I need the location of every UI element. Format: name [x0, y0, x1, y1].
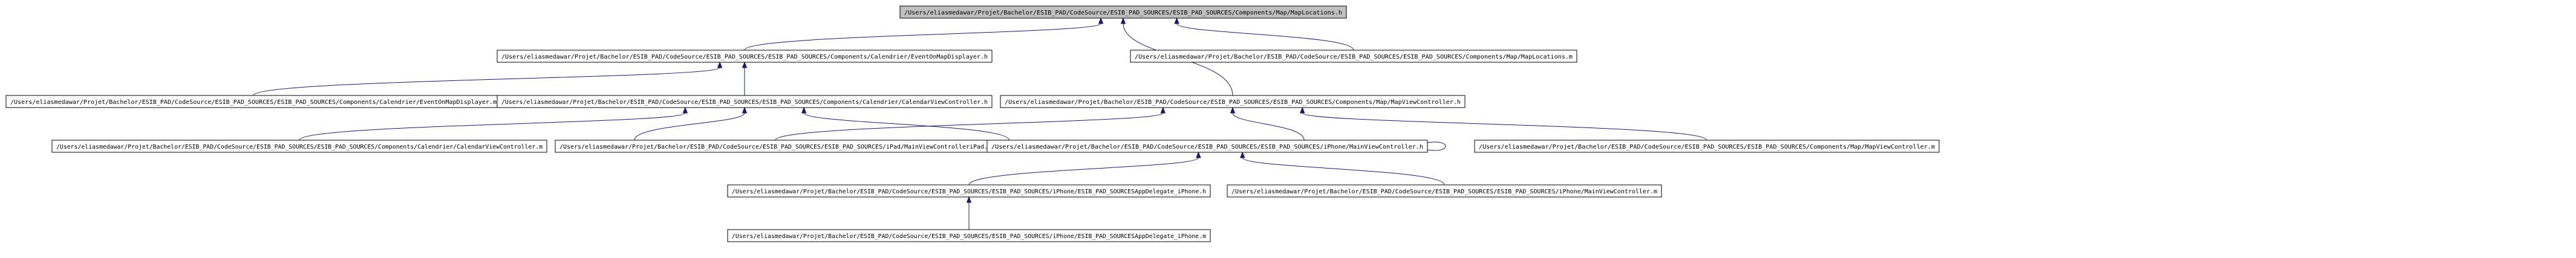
arrowhead-iphone_main_vc_h-to-calendar_vc_h [801, 106, 807, 114]
node-box[interactable] [1000, 95, 1466, 108]
edge-ipad_main_vc_m-to-calendar_vc_h [634, 112, 745, 141]
node-map_locations_h[interactable]: /Users/eliasmedawar/Projet/Bachelor/ESIB… [899, 5, 1347, 19]
node-box[interactable] [899, 5, 1347, 19]
edge-ipad_main_vc_m-to-map_vc_h [775, 112, 1164, 141]
arrowhead-map_vc_h-to-map_locations_h [1120, 17, 1126, 24]
node-label: /Users/eliasmedawar/Projet/Bachelor/ESIB… [1135, 54, 1573, 60]
node-appdelegate_iphone_h[interactable]: /Users/eliasmedawar/Projet/Bachelor/ESIB… [727, 184, 1211, 198]
node-iphone_main_vc_h[interactable]: /Users/eliasmedawar/Projet/Bachelor/ESIB… [986, 140, 1428, 153]
node-label: /Users/eliasmedawar/Projet/Bachelor/ESIB… [991, 144, 1423, 150]
node-box[interactable] [1130, 50, 1577, 63]
node-box[interactable] [497, 50, 993, 63]
arrowhead-ipad_main_vc_m-to-map_vc_h [1160, 106, 1166, 114]
edge-map_vc_m-to-map_vc_h [1302, 112, 1707, 141]
node-box[interactable] [51, 140, 547, 153]
edge-iphone_main_vc_h-to-calendar_vc_h [803, 112, 1009, 141]
edges-layer [253, 17, 1707, 230]
node-map_vc_m[interactable]: /Users/eliasmedawar/Projet/Bachelor/ESIB… [1474, 140, 1940, 153]
node-appdelegate_iphone_m[interactable]: /Users/eliasmedawar/Projet/Bachelor/ESIB… [727, 229, 1211, 242]
node-map_vc_h[interactable]: /Users/eliasmedawar/Projet/Bachelor/ESIB… [1000, 95, 1466, 108]
arrowhead-map_vc_m-to-map_vc_h [1299, 106, 1305, 114]
arrowhead-appdelegate_iphone_h-to-iphone_main_vc_h [1196, 151, 1201, 158]
node-label: /Users/eliasmedawar/Projet/Bachelor/ESIB… [56, 144, 543, 150]
arrowhead-events_map_displayer_h-to-map_locations_h [1098, 17, 1104, 24]
arrowhead-map_locations_m-to-map_locations_h [1174, 17, 1179, 24]
node-box[interactable] [727, 184, 1211, 198]
node-iphone_main_vc_m[interactable]: /Users/eliasmedawar/Projet/Bachelor/ESIB… [1227, 184, 1662, 198]
arrowhead-appdelegate_iphone_m-to-appdelegate_iphone_h [966, 196, 972, 203]
node-events_map_displayer_m[interactable]: /Users/eliasmedawar/Projet/Bachelor/ESIB… [5, 95, 501, 108]
node-box[interactable] [986, 140, 1428, 153]
node-box[interactable] [497, 95, 993, 108]
node-label: /Users/eliasmedawar/Projet/Bachelor/ESIB… [1231, 189, 1657, 195]
arrowhead-ipad_main_vc_m-to-calendar_vc_h [742, 106, 748, 114]
node-label: /Users/eliasmedawar/Projet/Bachelor/ESIB… [559, 144, 991, 150]
node-map_locations_m[interactable]: /Users/eliasmedawar/Projet/Bachelor/ESIB… [1130, 50, 1577, 63]
edge-appdelegate_iphone_h-to-iphone_main_vc_h [968, 157, 1199, 185]
node-calendar_vc_m[interactable]: /Users/eliasmedawar/Projet/Bachelor/ESIB… [51, 140, 547, 153]
node-box[interactable] [1227, 184, 1662, 198]
edge-map_locations_m-to-map_locations_h [1176, 23, 1354, 51]
arrowhead-calendar_vc_h-to-events_map_displayer_h [742, 61, 748, 68]
node-label: /Users/eliasmedawar/Projet/Bachelor/ESIB… [904, 10, 1342, 16]
node-label: /Users/eliasmedawar/Projet/Bachelor/ESIB… [1005, 99, 1461, 106]
edge-events_map_displayer_m-to-events_map_displayer_h [253, 67, 720, 96]
edge-events_map_displayer_h-to-map_locations_h [744, 23, 1101, 51]
node-label: /Users/eliasmedawar/Projet/Bachelor/ESIB… [501, 99, 988, 106]
arrowhead-iphone_main_vc_m-to-iphone_main_vc_h [1240, 151, 1245, 158]
edge-iphone_main_vc_m-to-iphone_main_vc_h [1242, 157, 1445, 185]
node-ipad_main_vc_m[interactable]: /Users/eliasmedawar/Projet/Bachelor/ESIB… [555, 140, 996, 153]
edge-iphone_main_vc_h-to-map_vc_h [1232, 112, 1305, 141]
nodes-layer: /Users/eliasmedawar/Projet/Bachelor/ESIB… [5, 5, 1940, 242]
arrowhead-calendar_vc_m-to-calendar_vc_h [682, 106, 688, 114]
node-events_map_displayer_h[interactable]: /Users/eliasmedawar/Projet/Bachelor/ESIB… [497, 50, 993, 63]
node-label: /Users/eliasmedawar/Projet/Bachelor/ESIB… [1479, 144, 1935, 150]
arrowhead-iphone_main_vc_h-to-map_vc_h [1230, 106, 1236, 114]
node-label: /Users/eliasmedawar/Projet/Bachelor/ESIB… [732, 233, 1206, 240]
node-label: /Users/eliasmedawar/Projet/Bachelor/ESIB… [732, 189, 1206, 195]
edge-iphone_main_vc_h-to-iphone_main_vc_h [1427, 141, 1446, 151]
node-label: /Users/eliasmedawar/Projet/Bachelor/ESIB… [10, 99, 497, 106]
node-label: /Users/eliasmedawar/Projet/Bachelor/ESIB… [501, 54, 988, 60]
edge-calendar_vc_m-to-calendar_vc_h [299, 112, 686, 141]
node-box[interactable] [1474, 140, 1940, 153]
arrowhead-events_map_displayer_m-to-events_map_displayer_h [717, 61, 723, 68]
node-box[interactable] [727, 229, 1211, 242]
node-calendar_vc_h[interactable]: /Users/eliasmedawar/Projet/Bachelor/ESIB… [497, 95, 993, 108]
